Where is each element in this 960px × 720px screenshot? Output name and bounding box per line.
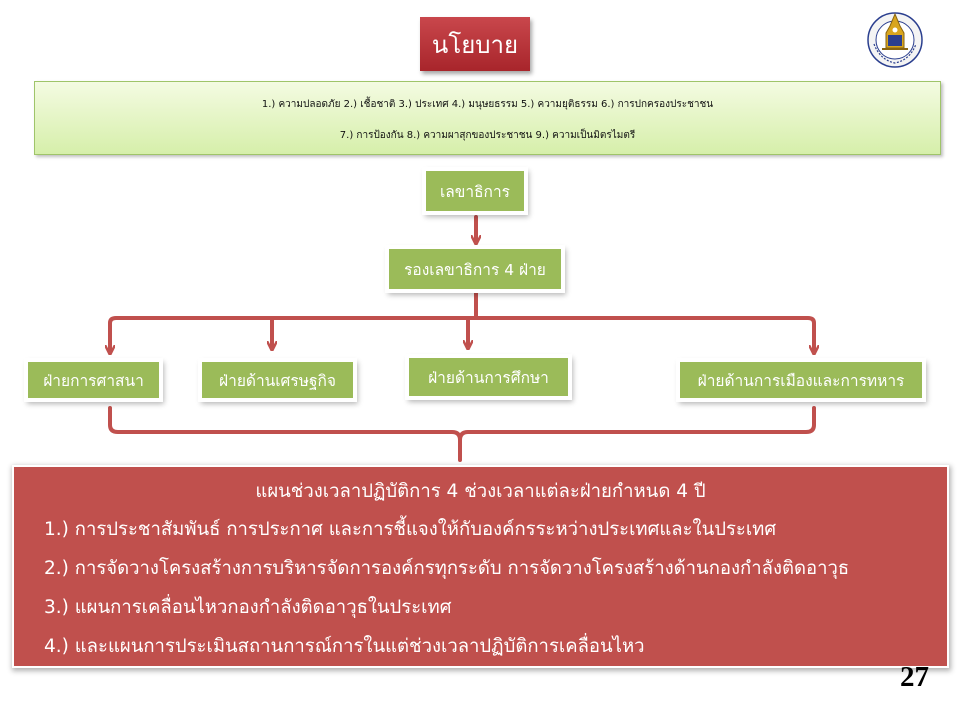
policy-line-1: 1.) ความปลอดภัย 2.) เชื้อชาติ 3.) ประเทศ… [261,99,714,110]
university-emblem-icon [867,12,923,68]
slide-title: นโยบาย [420,17,530,71]
plan-item-3: 3.) แผนการเคลื่อนไหวกองกำลังติดอาวุธในปร… [44,597,452,618]
plan-title: แผนช่วงเวลาปฏิบัติการ 4 ช่วงเวลาแต่ละฝ่า… [255,481,706,502]
branch-bracket [108,316,816,347]
department-politics-military-box: ฝ่ายด้านการเมืองและการทหาร [676,358,926,402]
plan-item-4: 4.) และแผนการประเมินสถานการณ์การในแต่ช่ว… [44,636,645,657]
page-number: 27 [900,661,929,693]
department-education-box: ฝ่ายด้านการศึกษา [405,354,572,400]
plan-item-1: 1.) การประชาสัมพันธ์ การประกาศ และการชี้… [44,519,777,540]
merge-bracket [108,406,816,462]
policy-box: 1.) ความปลอดภัย 2.) เชื้อชาติ 3.) ประเทศ… [34,81,941,155]
operation-plan-box: แผนช่วงเวลาปฏิบัติการ 4 ช่วงเวลาแต่ละฝ่า… [12,465,949,668]
department-religion-box: ฝ่ายการศาสนา [24,358,163,402]
department-economy-box: ฝ่ายด้านเศรษฐกิจ [198,358,357,402]
secretary-box: เลขาธิการ [422,167,528,215]
policy-line-2: 7.) การป้องกัน 8.) ความผาสุกของประชาชน 9… [339,130,636,141]
plan-item-2: 2.) การจัดวางโครงสร้างการบริหารจัดการองค… [44,558,850,579]
deputy-box: รองเลขาธิการ 4 ฝ่าย [385,245,565,293]
